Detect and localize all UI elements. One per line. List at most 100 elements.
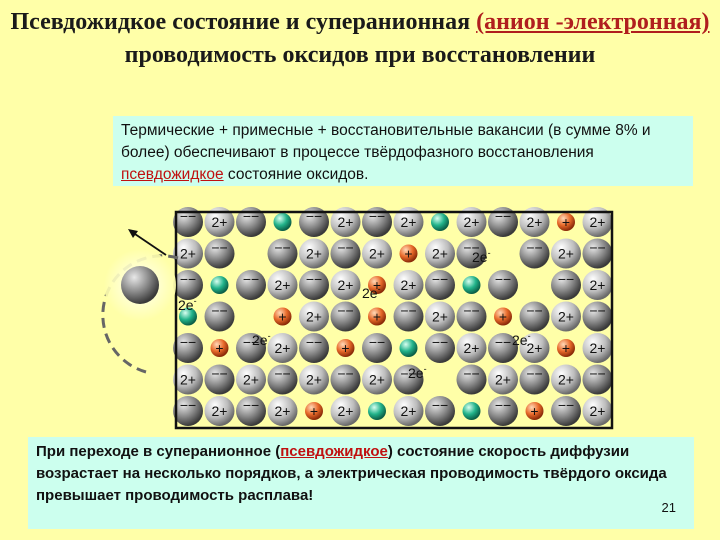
anion-label: −− <box>526 240 542 256</box>
anion-label: −− <box>432 271 448 287</box>
anion <box>330 364 361 395</box>
anion-label: −− <box>180 208 196 224</box>
dopant-ion <box>462 276 481 294</box>
cation-label: 2+ <box>212 214 228 230</box>
cation-label: 2+ <box>432 246 448 262</box>
cation <box>425 238 455 269</box>
cation <box>267 396 298 426</box>
anion-label: −− <box>274 366 290 382</box>
escape-glow <box>104 249 176 321</box>
anion <box>173 333 203 363</box>
cation-label: 2+ <box>590 277 606 293</box>
anion <box>362 207 392 237</box>
anion <box>551 270 581 300</box>
anion <box>488 270 518 300</box>
anion <box>173 270 203 300</box>
anion <box>173 396 203 426</box>
cation <box>456 333 487 363</box>
anion <box>173 207 203 237</box>
anion <box>299 207 329 237</box>
dopant-ion <box>462 402 481 420</box>
anion-label: −− <box>432 397 448 413</box>
cation-label: 2+ <box>527 340 543 356</box>
cation-label: 2+ <box>306 372 322 388</box>
cation-label: 2+ <box>243 372 259 388</box>
cation-label: 2+ <box>527 214 543 230</box>
vacancy <box>494 307 512 326</box>
cation-label: 2+ <box>558 372 574 388</box>
electron-pair-label: 2e- <box>512 331 531 348</box>
anion <box>393 364 424 395</box>
anion <box>456 301 487 332</box>
anion-label: −− <box>369 208 385 224</box>
cation-label: 2+ <box>338 403 354 419</box>
vacancy <box>557 213 575 231</box>
anion <box>582 364 613 395</box>
cation <box>456 207 487 237</box>
cation <box>393 207 424 237</box>
anion-label: −− <box>400 366 416 382</box>
cation <box>519 333 550 363</box>
anion <box>456 238 487 269</box>
anion <box>267 364 298 395</box>
electron-pair-label: 2e- <box>362 284 381 301</box>
anion-label: −− <box>180 334 196 350</box>
cation <box>425 301 455 332</box>
cation <box>393 396 424 426</box>
cation <box>582 396 613 426</box>
cation <box>299 364 329 395</box>
anion-label: −− <box>400 303 416 319</box>
cation-label: 2+ <box>401 214 417 230</box>
cation-label: 2+ <box>212 403 228 419</box>
anion-label: −− <box>495 208 511 224</box>
anion <box>330 301 361 332</box>
anion-label: −− <box>243 271 259 287</box>
anion-label: −− <box>337 240 353 256</box>
anion <box>456 364 487 395</box>
cation <box>519 207 550 237</box>
anion-label: −− <box>180 271 196 287</box>
cation <box>393 270 424 300</box>
cation-label: 2+ <box>275 340 291 356</box>
vacancy-label: + <box>499 309 507 325</box>
cation-label: 2+ <box>432 309 448 325</box>
anion <box>236 396 266 426</box>
cation <box>488 364 518 395</box>
anion-label: −− <box>463 240 479 256</box>
escape-path-arc <box>101 254 179 374</box>
anion <box>362 333 392 363</box>
title-part2: проводимость оксидов при восстановлении <box>124 42 596 68</box>
cation-label: 2+ <box>275 403 291 419</box>
cation-label: 2+ <box>590 340 606 356</box>
cation <box>551 238 581 269</box>
title-part1: Псевдожидкое состояние и суперанионная <box>10 9 477 35</box>
anion <box>582 238 613 269</box>
anion-label: −− <box>274 240 290 256</box>
dopant-ion <box>368 402 386 420</box>
page-title: Псевдожидкое состояние и суперанионная (… <box>10 6 710 72</box>
cation-label: 2+ <box>558 246 574 262</box>
cation-label: 2+ <box>464 214 480 230</box>
cation <box>204 396 235 426</box>
vacancy-label: + <box>278 309 286 325</box>
cation-label: 2+ <box>275 277 291 293</box>
cation <box>267 270 298 300</box>
anion-label: −− <box>243 334 259 350</box>
anion <box>551 396 581 426</box>
title-highlight: (анион -электронная) <box>476 9 710 35</box>
anion <box>330 238 361 269</box>
anion-label: −− <box>243 208 259 224</box>
anion <box>299 333 329 363</box>
dopant-ion <box>210 276 229 294</box>
cation <box>330 270 361 300</box>
vacancy-label: + <box>373 277 381 293</box>
anion-label: −− <box>306 271 322 287</box>
escape-arrow <box>131 231 167 256</box>
cation-label: 2+ <box>180 246 196 262</box>
anion <box>425 333 455 363</box>
anion-label: −− <box>526 366 542 382</box>
anion-label: −− <box>306 334 322 350</box>
anion <box>204 364 235 395</box>
anion <box>299 270 329 300</box>
vacancy <box>210 339 229 357</box>
